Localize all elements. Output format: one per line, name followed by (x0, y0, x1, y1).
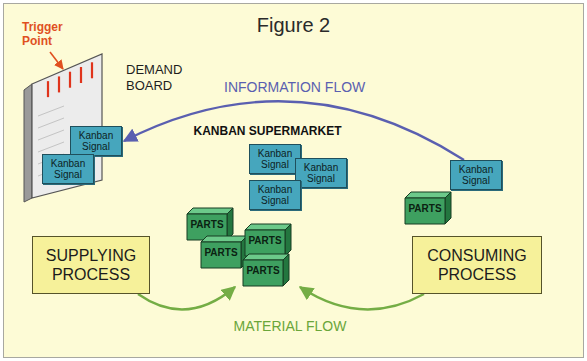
node-text: CONSUMING PROCESS (419, 246, 535, 284)
cube-top (245, 224, 291, 230)
node-text: PARTS (201, 247, 241, 259)
cube-front (405, 198, 445, 224)
kanban-supermarket: KANBAN SUPERMARKETKanban SignalKanban Si… (185, 124, 350, 286)
cube-side (227, 208, 233, 240)
material-flow-arrow (300, 287, 424, 309)
node-text: PARTS (405, 203, 445, 215)
trigger-leader (50, 52, 63, 69)
parts-box: PARTS (405, 192, 451, 224)
kanban-card: Kanban Signal (70, 126, 122, 156)
parts-box: PARTS (201, 236, 247, 268)
flow-label: MATERIAL FLOW (190, 318, 390, 335)
cube-top (243, 254, 289, 260)
trigger-mark (69, 72, 71, 88)
cube-top (405, 192, 451, 198)
trigger-mark (47, 81, 49, 97)
node-text: Kanban Signal (45, 158, 91, 180)
trigger-point-label: Trigger Point (22, 20, 78, 48)
kanban-card: Kanban Signal (450, 160, 502, 190)
kanban-card: Kanban Signal (42, 154, 94, 184)
figure-title: Figure 2 (0, 13, 587, 37)
node-text: SUPPLYING PROCESS (39, 246, 143, 284)
cube-side (445, 192, 451, 224)
parts-box: PARTS (243, 254, 289, 286)
process-box: CONSUMING PROCESS (412, 236, 542, 294)
cube-front (201, 242, 241, 268)
cube-side (283, 254, 289, 286)
kanban-card: Kanban Signal (249, 144, 301, 174)
cube-top (187, 208, 233, 214)
node-text: Kanban Signal (252, 148, 298, 170)
node-text: PARTS (245, 235, 285, 247)
trigger-mark (91, 62, 93, 78)
board-slot (38, 142, 64, 152)
trigger-mark (58, 76, 60, 92)
node-text: Kanban Signal (73, 130, 119, 152)
flow-label: INFORMATION FLOW (224, 79, 365, 96)
kanban-card: Kanban Signal (249, 180, 301, 210)
node-text: Kanban Signal (298, 162, 344, 184)
node-text: Kanban Signal (252, 184, 298, 206)
cube-top (201, 236, 247, 242)
node-text: PARTS (243, 265, 283, 277)
node-heading: DEMAND BOARD (126, 50, 192, 94)
demand-board: DEMAND BOARDKanban SignalKanban Signal (18, 50, 178, 200)
process-box: SUPPLYING PROCESS (32, 236, 150, 294)
parts-box: PARTS (245, 224, 291, 256)
node-text: Kanban Signal (453, 164, 499, 186)
node-heading: KANBAN SUPERMARKET (185, 124, 350, 139)
material-flow-arrow (138, 287, 235, 309)
cube-front (243, 260, 283, 286)
node-text: PARTS (187, 219, 227, 231)
board-slot (38, 130, 64, 140)
trigger-mark (80, 67, 82, 83)
board-slot (38, 106, 64, 116)
parts-box: PARTS (187, 208, 233, 240)
cube-front (245, 230, 285, 256)
cube-side (285, 224, 291, 256)
board-slot (38, 118, 64, 128)
kanban-card: Kanban Signal (295, 158, 347, 188)
board-edge (24, 84, 32, 202)
